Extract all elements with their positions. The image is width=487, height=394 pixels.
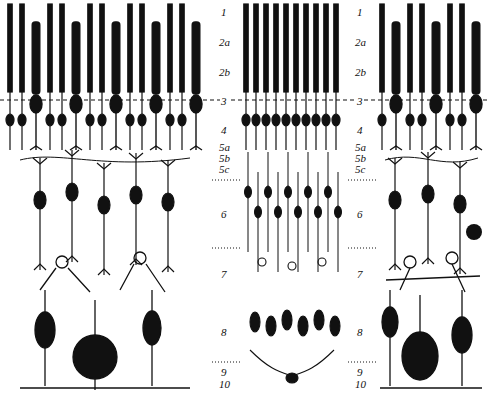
layer-number: 1 [356,6,364,18]
layer-number: 3 [356,95,364,107]
layer-number: 10 [218,378,231,390]
layer-number: 6 [220,208,228,220]
layer-number: 10 [354,378,367,390]
layer-number: 8 [356,326,364,338]
layer-number: 4 [220,124,228,136]
layer-number: 5c [218,163,230,175]
layer-number: 5c [354,163,366,175]
layer-number: 4 [356,124,364,136]
layer-number: 2a [218,36,231,48]
layer-number: 2b [218,66,231,78]
layer-number: 2a [354,36,367,48]
layer-number: 8 [220,326,228,338]
layer-number: 9 [220,366,228,378]
layer-number: 7 [220,268,228,280]
layer-number: 2b [354,66,367,78]
layer-number: 1 [220,6,228,18]
layer-number: 3 [220,95,228,107]
layer-number: 9 [356,366,364,378]
layer-number: 7 [356,268,364,280]
layer-number: 6 [356,208,364,220]
